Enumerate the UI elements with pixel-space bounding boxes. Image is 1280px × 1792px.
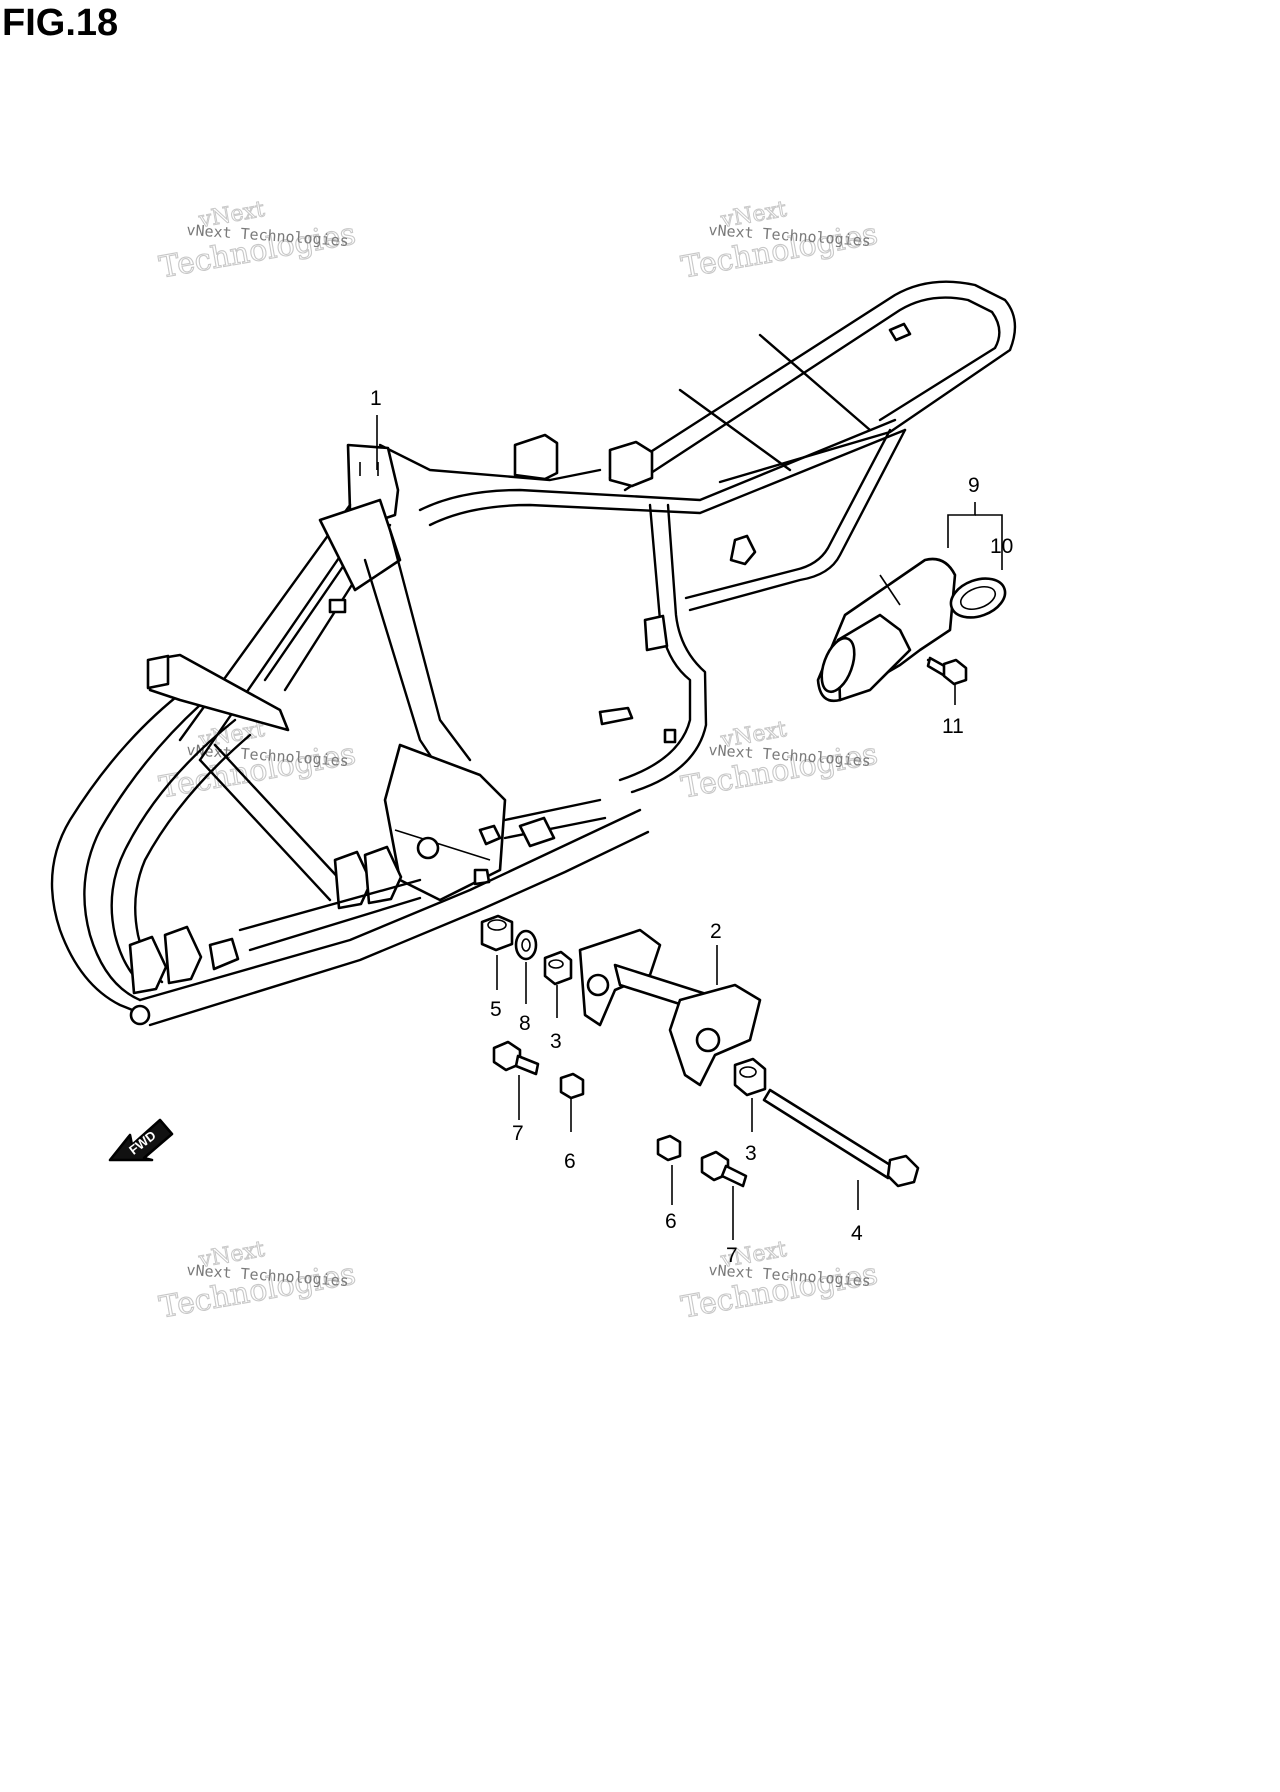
callout-7-left: 7 [512,1122,524,1145]
callout-5: 5 [490,998,502,1021]
callout-7-right: 7 [726,1244,738,1267]
leader-lines [376,415,1003,1240]
nut-part-6-left [559,1072,585,1100]
watermark-bottom-right: vNext Technologies vNext Technologies [678,1237,881,1327]
engine-mount-bracket-part-2 [578,928,762,1087]
bolt-part-11 [926,656,968,686]
nut-part-6-right [656,1134,682,1162]
callout-10: 10 [990,535,1013,558]
callout-4: 4 [851,1222,863,1245]
bushing-part-3-lower [733,1057,767,1097]
washer-part-8 [514,929,538,961]
nut-part-5 [480,914,514,952]
watermark-mid-right: vNext Technologies vNext Technologies [678,717,881,807]
callout-2: 2 [710,920,722,943]
callout-6-right: 6 [665,1210,677,1233]
o-ring-part-10 [949,577,1007,619]
watermark-bottom-left: vNext Technologies vNext Technologies [156,1237,359,1327]
callout-1: 1 [370,387,382,410]
callout-8: 8 [519,1012,531,1035]
frame-part-1 [50,280,1017,1027]
watermark-top-left: vNext Technologies vNext Technologies [156,197,359,287]
figure-title: FIG.18 [2,2,119,44]
bolt-part-7-left [492,1040,540,1076]
callout-11: 11 [942,715,964,738]
callout-3-upper: 3 [550,1030,562,1053]
long-bolt-part-4 [762,1088,920,1188]
callout-3-lower: 3 [745,1142,757,1165]
callout-6-left: 6 [564,1150,576,1173]
watermark-top-right: vNext Technologies vNext Technologies [678,197,881,287]
forward-direction-arrow: FWD [108,1118,174,1162]
callout-labels: 1 2 3 3 4 5 6 6 7 7 8 9 10 11 [370,387,1013,1267]
callout-9: 9 [968,474,980,497]
bushing-part-3-upper [543,950,573,986]
bolt-part-7-right [700,1150,748,1188]
starter-cover-part-9 [816,557,957,703]
